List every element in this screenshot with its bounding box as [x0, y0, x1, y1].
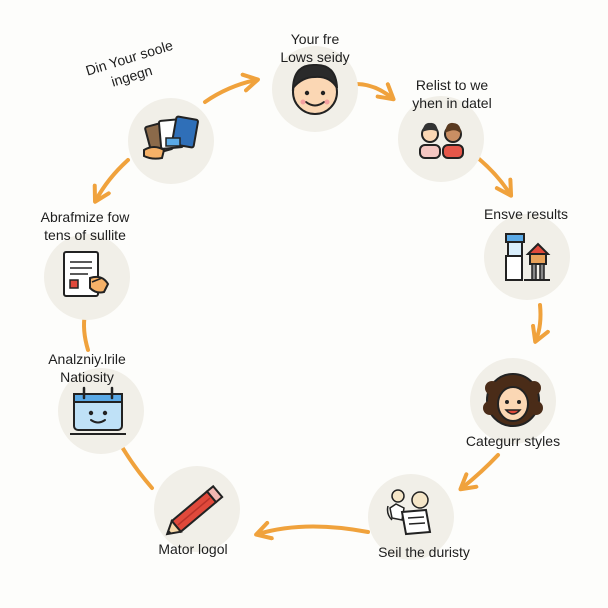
step-label-1: Your fre Lows seidy — [250, 30, 380, 66]
step-label-8-line-1: Abrafmize fow — [40, 209, 130, 225]
step-label-7-line-2: Natiosity — [60, 369, 114, 385]
step-node-1 — [272, 46, 358, 132]
two-people-icon — [419, 122, 464, 159]
people-paper-icon — [386, 489, 432, 536]
pencil-icon — [165, 484, 224, 536]
step-node-5 — [368, 474, 454, 560]
step-node-6 — [154, 466, 240, 552]
step-label-7: Analzniy.lrile Natiosity — [32, 350, 142, 386]
step-node-8 — [44, 234, 130, 320]
step-label-2-line-2: yhen in datel — [412, 95, 492, 111]
step-label-2: Relist to we yhen in datel — [392, 76, 512, 112]
step-label-5: Seil the duristy — [360, 543, 488, 561]
step-label-8-line-2: tens of sullite — [44, 227, 126, 243]
calendar-face-icon — [70, 386, 126, 435]
cards-hand-icon — [143, 115, 199, 160]
step-node-4 — [470, 358, 556, 444]
arrow-step-5-to-6 — [254, 520, 370, 541]
lab-tools-icon — [505, 233, 551, 281]
arrow-step-9-to-1 — [203, 72, 260, 104]
step-node-7 — [58, 368, 144, 454]
step-label-4-line-1: Categurr styles — [465, 433, 561, 449]
step-label-7-line-1: Analzniy.lrile — [48, 351, 126, 367]
step-label-8: Abrafmize fow tens of sullite — [20, 208, 150, 244]
step-node-9 — [128, 98, 214, 184]
step-node-2 — [398, 96, 484, 182]
curly-hair-face-icon — [483, 373, 543, 427]
step-label-2-line-1: Relist to we — [415, 77, 489, 93]
arrow-step-4-to-5 — [458, 453, 500, 492]
step-label-3-line-1: Ensve results — [483, 206, 569, 222]
arrow-step-2-to-3 — [476, 156, 514, 198]
step-node-3 — [484, 214, 570, 300]
step-label-3: Ensve results — [466, 205, 586, 223]
man-face-icon — [291, 63, 338, 115]
step-label-1-line-1: Your fre — [290, 31, 340, 47]
arrow-step-3-to-4 — [531, 303, 550, 344]
step-label-4: Categurr styles — [452, 432, 574, 450]
step-label-5-line-1: Seil the duristy — [378, 544, 470, 560]
document-hand-icon — [63, 251, 110, 297]
arrow-step-8-to-9 — [92, 158, 130, 204]
step-label-1-line-2: Lows seidy — [280, 49, 350, 65]
step-label-6-line-1: Mator logol — [158, 541, 228, 557]
arrow-step-1-to-2 — [354, 82, 396, 102]
step-label-6: Mator logol — [138, 540, 248, 558]
